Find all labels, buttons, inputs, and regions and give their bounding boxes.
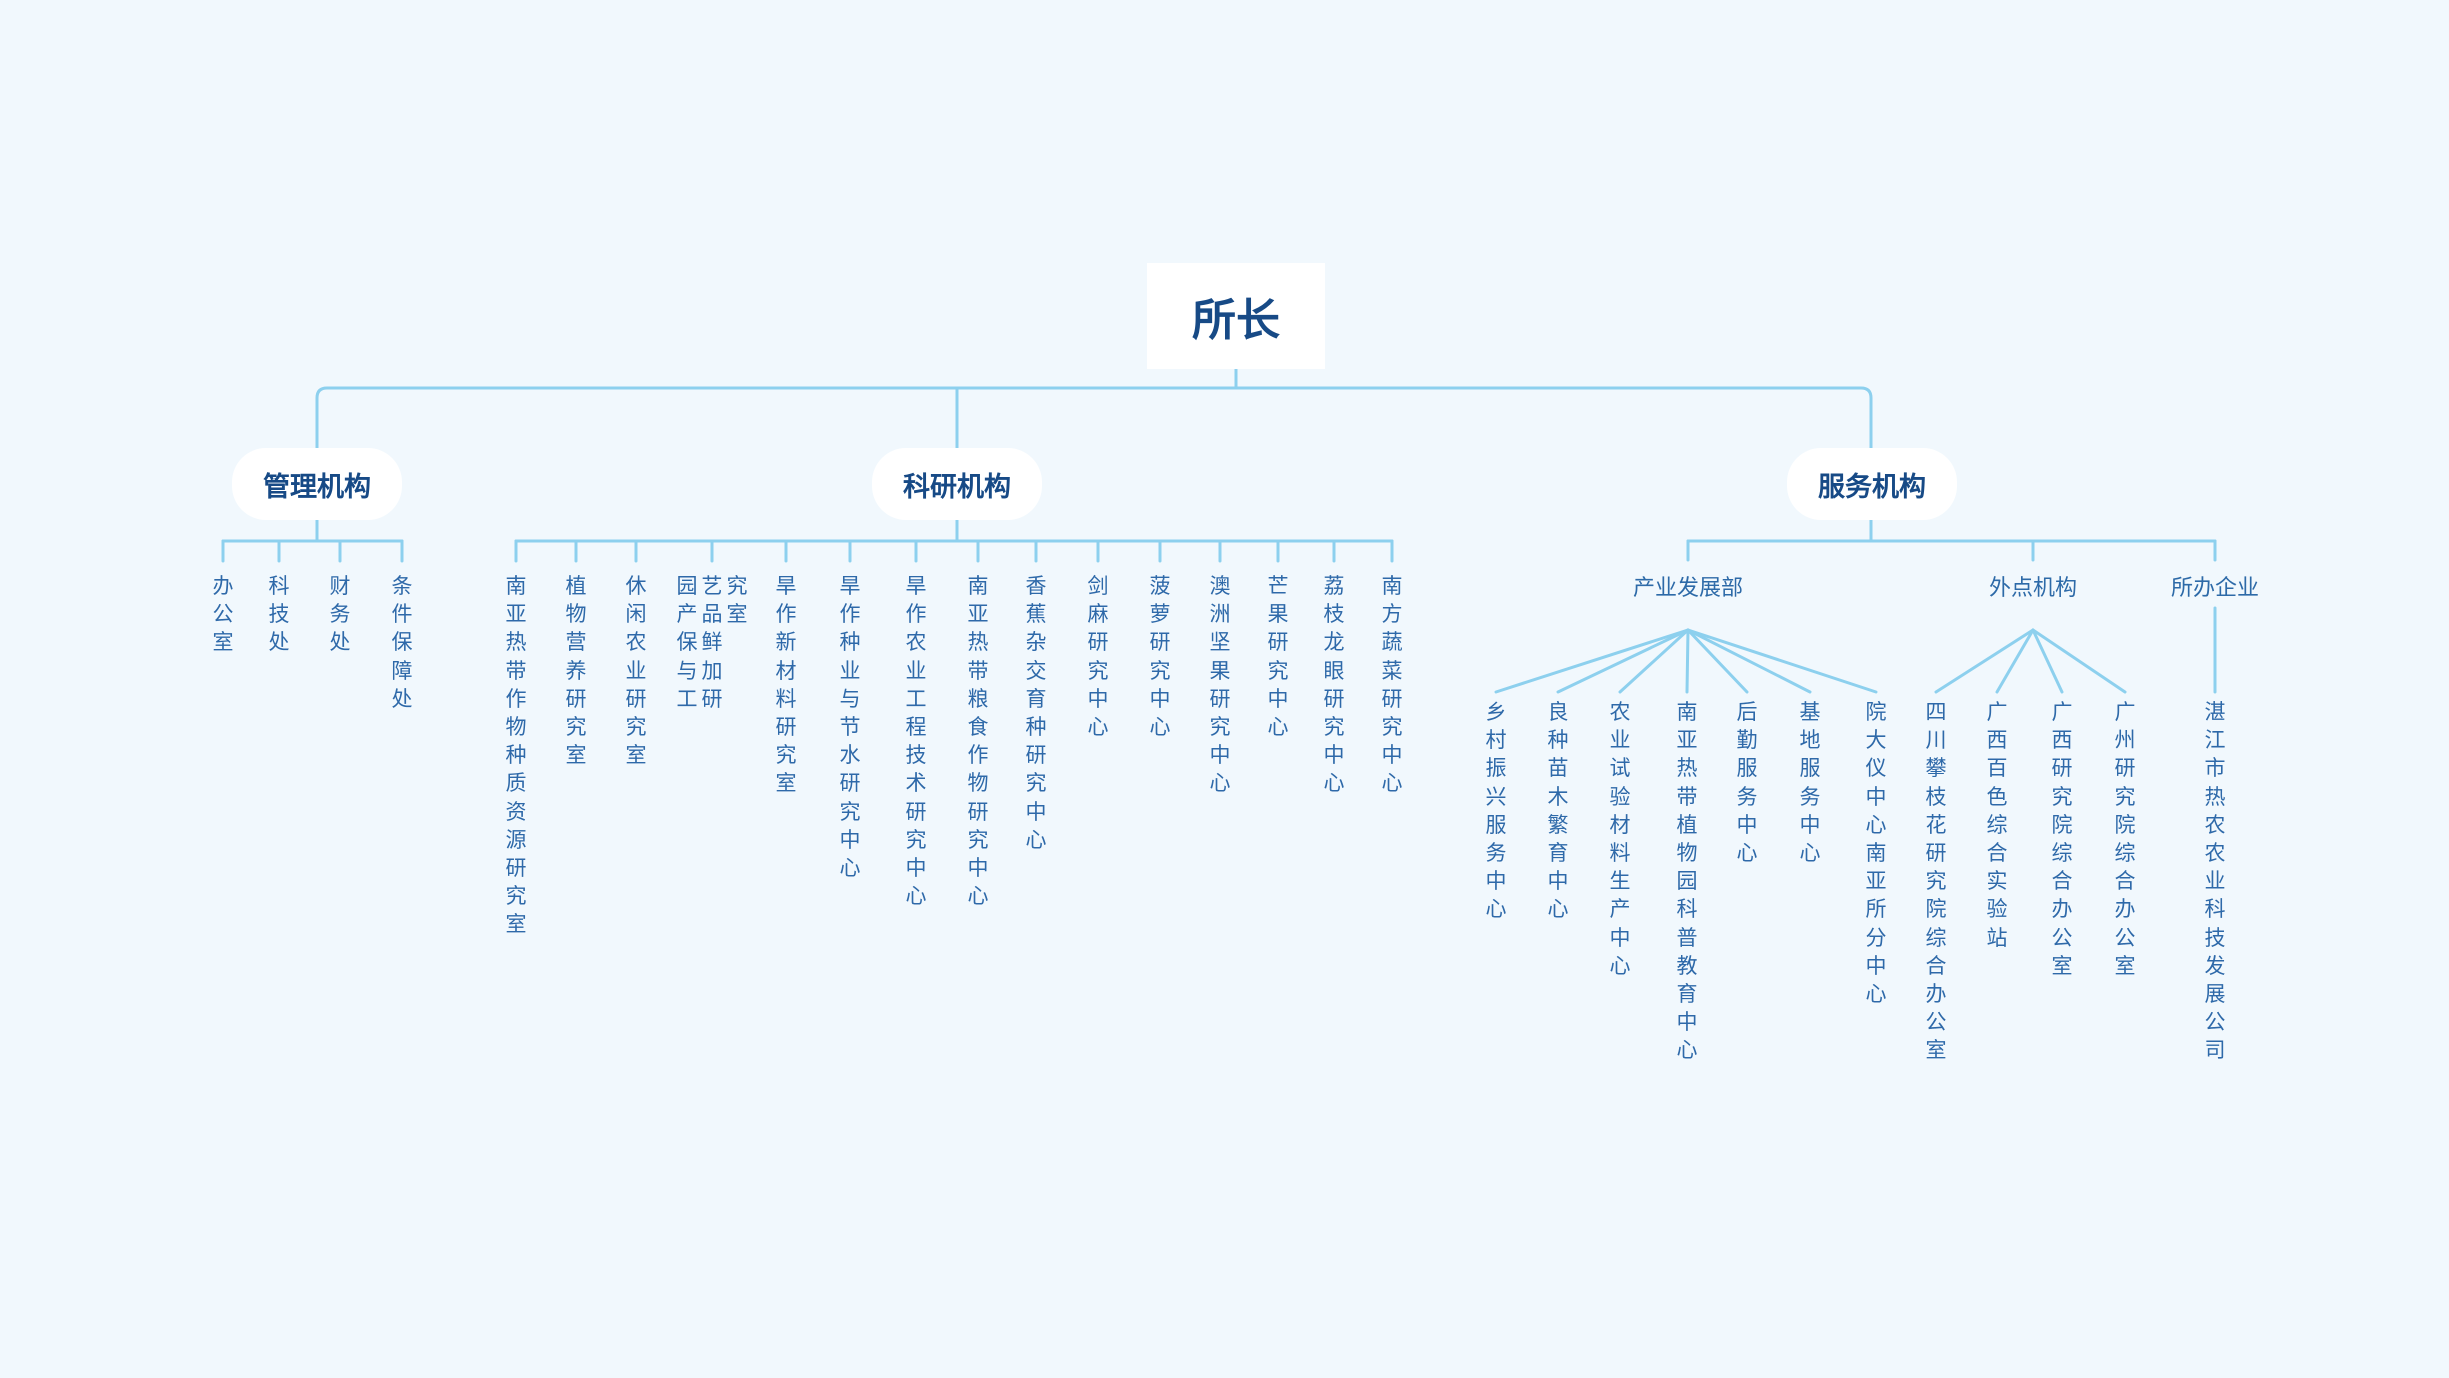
leaf-research: 菠萝研究中心: [1150, 572, 1171, 741]
leaf-service: 四川攀枝花研究院综合办公室: [1926, 698, 1947, 1065]
leaf-label: 菠萝研究中心: [1149, 574, 1171, 740]
leaf-service: 广西研究院综合办公室: [2052, 698, 2073, 980]
fan-line-outpost: [1934, 628, 2035, 694]
leaf-label: 条件保障处: [391, 574, 413, 711]
leaf-research: 南方蔬菜研究中心: [1382, 572, 1403, 798]
subgroup-enterprise: 所办企业: [2170, 576, 2260, 601]
leaf-research: 香蕉杂交育种研究中心: [1026, 572, 1047, 854]
leaf-label: 澳洲坚果研究中心: [1209, 574, 1231, 796]
subgroup-outpost: 外点机构: [1988, 576, 2078, 601]
fan-line-outpost: [2031, 628, 2064, 694]
leaf-label: 南亚热带作物种质资源研究室: [505, 574, 527, 937]
category-node-management: 管理机构: [232, 448, 402, 520]
leaf-research: 南亚热带作物种质资源研究室: [506, 572, 527, 939]
leaf-label: 南亚热带粮食作物研究中心: [967, 574, 989, 909]
leaf-research: 澳洲坚果研究中心: [1210, 572, 1231, 798]
leaf-service: 良种苗木繁育中心: [1548, 698, 1569, 924]
leaf-label: 荔枝龙眼研究中心: [1323, 574, 1345, 796]
leaf-label-column: 园产保与工: [676, 574, 698, 711]
leaf-mgmt: 财务处: [330, 572, 351, 657]
leaf-label: 植物营养研究室: [565, 574, 587, 768]
fan-line-industry: [1494, 628, 1690, 694]
leaf-label: 旱作新材料研究室: [775, 574, 797, 796]
root-node-director: 所长: [1147, 263, 1325, 369]
leaf-service: 农业试验材料生产中心: [1610, 698, 1631, 980]
leaf-service: 广西百色综合实验站: [1987, 698, 2008, 952]
leaf-label: 四川攀枝花研究院综合办公室: [1925, 700, 1947, 1063]
leaf-service: 基地服务中心: [1800, 698, 1821, 867]
category-node-research: 科研机构: [872, 448, 1042, 520]
fan-line-industry: [1686, 628, 1749, 694]
fan-line-industry: [1618, 628, 1690, 694]
leaf-label-column: 艺品鲜加研: [701, 574, 723, 711]
leaf-label: 院大仪中心南亚所分中心: [1865, 700, 1887, 1007]
leaf-label: 休闲农业研究室: [625, 574, 647, 768]
leaf-service: 后勤服务中心: [1737, 698, 1758, 867]
leaf-research: 旱作农业工程技术研究中心: [906, 572, 927, 910]
leaf-label: 办公室: [212, 574, 234, 655]
leaf-label: 良种苗木繁育中心: [1547, 700, 1569, 922]
fan-line-outpost: [2031, 628, 2127, 694]
leaf-service: 乡村振兴服务中心: [1486, 698, 1507, 924]
leaf-research: 芒果研究中心: [1268, 572, 1289, 741]
leaf-research: 剑麻研究中心: [1088, 572, 1109, 741]
leaf-mgmt: 办公室: [213, 572, 234, 657]
leaf-research: 休闲农业研究室: [626, 572, 647, 769]
leaf-label-column: 究室: [726, 574, 748, 627]
leaf-service: 院大仪中心南亚所分中心: [1866, 698, 1887, 1008]
leaf-service: 南亚热带植物园科普教育中心: [1677, 698, 1698, 1065]
leaf-service: 广州研究院综合办公室: [2115, 698, 2136, 980]
leaf-mgmt: 科技处: [269, 572, 290, 657]
leaf-research: 园产保与工艺品鲜加研究室: [677, 572, 748, 713]
leaf-research: 植物营养研究室: [566, 572, 587, 769]
leaf-label: 乡村振兴服务中心: [1485, 700, 1507, 922]
leaf-mgmt: 条件保障处: [392, 572, 413, 713]
category-node-service: 服务机构: [1787, 448, 1957, 520]
fan-line-outpost: [1995, 628, 2035, 694]
subgroup-industry-dept: 产业发展部: [1632, 576, 1744, 601]
leaf-label: 财务处: [329, 574, 351, 655]
leaf-research: 南亚热带粮食作物研究中心: [968, 572, 989, 910]
root-bus: [315, 386, 1873, 448]
fan-line-industry: [1686, 628, 1878, 694]
leaf-label: 农业试验材料生产中心: [1609, 700, 1631, 978]
leaf-label: 南方蔬菜研究中心: [1381, 574, 1403, 796]
leaf-label: 科技处: [268, 574, 290, 655]
leaf-label: 旱作农业工程技术研究中心: [905, 574, 927, 909]
fan-line-industry: [1556, 628, 1690, 694]
leaf-research: 荔枝龙眼研究中心: [1324, 572, 1345, 798]
leaf-label: 广西研究院综合办公室: [2051, 700, 2073, 978]
leaf-label: 基地服务中心: [1799, 700, 1821, 866]
fan-line-industry: [1686, 628, 1812, 694]
leaf-research: 旱作种业与节水研究中心: [840, 572, 861, 882]
leaf-label: 旱作种业与节水研究中心: [839, 574, 861, 881]
leaf-service: 湛江市热农农业科技发展公司: [2205, 698, 2226, 1065]
leaf-label: 广州研究院综合办公室: [2114, 700, 2136, 978]
leaf-label: 南亚热带植物园科普教育中心: [1676, 700, 1698, 1063]
leaf-research: 旱作新材料研究室: [776, 572, 797, 798]
fan-line-industry: [1685, 628, 1690, 694]
leaf-label: 湛江市热农农业科技发展公司: [2204, 700, 2226, 1063]
leaf-label: 香蕉杂交育种研究中心: [1025, 574, 1047, 852]
leaf-label: 后勤服务中心: [1736, 700, 1758, 866]
leaf-label: 广西百色综合实验站: [1986, 700, 2008, 950]
leaf-label: 芒果研究中心: [1267, 574, 1289, 740]
leaf-label: 剑麻研究中心: [1087, 574, 1109, 740]
